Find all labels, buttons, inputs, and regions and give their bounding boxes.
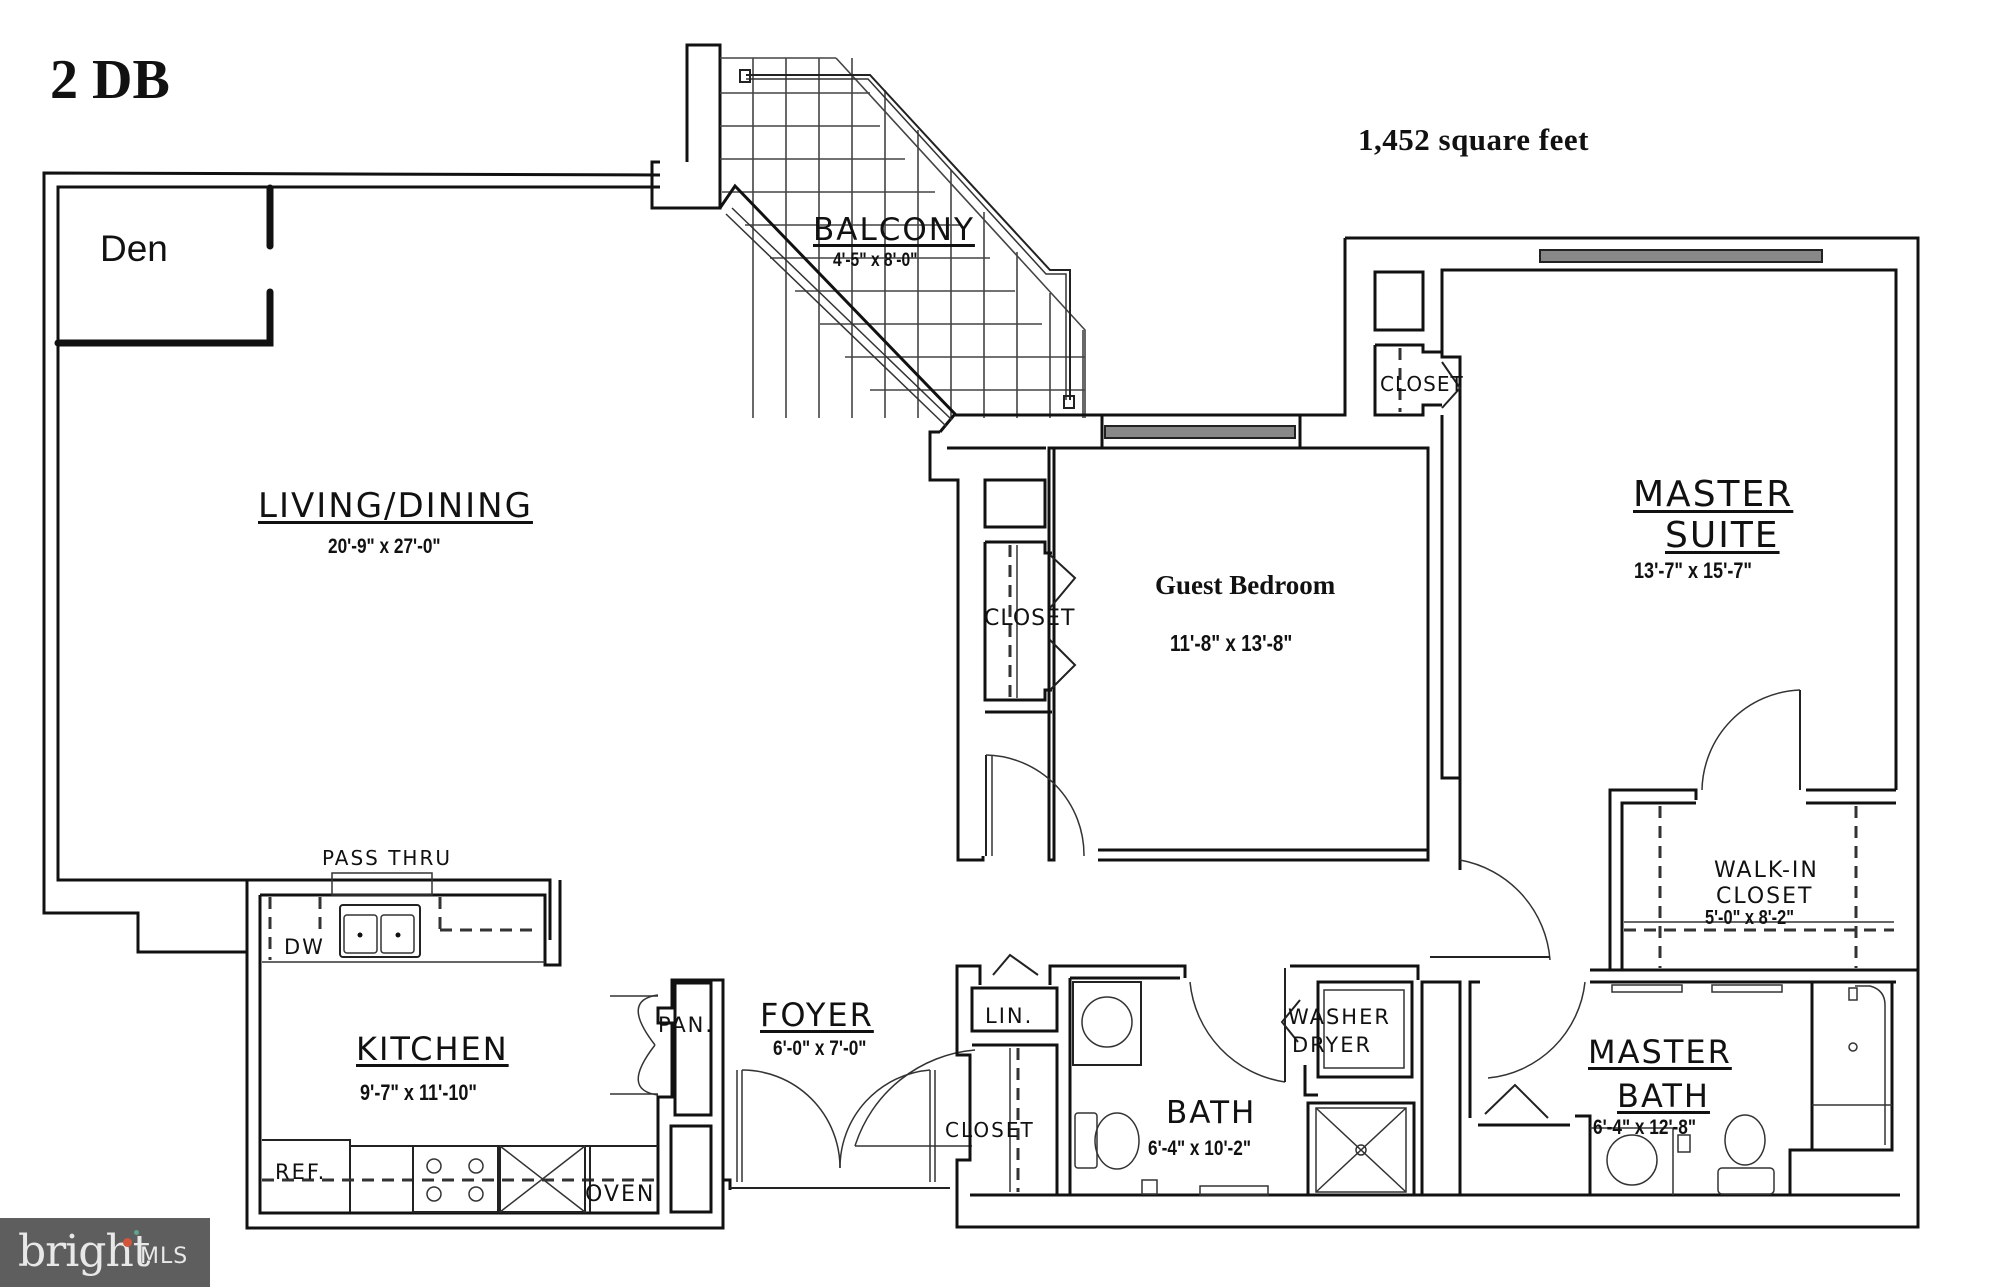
master-bath-label-line2: BATH [1617, 1077, 1710, 1115]
kitchen-label: KITCHEN [356, 1030, 509, 1068]
balcony-label: BALCONY [813, 212, 975, 248]
living-dining-dimensions: 20'-9" x 27'-0" [328, 535, 441, 558]
watermark-suffix: MLS [140, 1244, 189, 1269]
kitchen-dimensions: 9'-7" x 11'-10" [360, 1080, 477, 1105]
bath-walls [955, 953, 1900, 1229]
bath-label: BATH [1166, 1095, 1257, 1131]
watermark-brand: bright [18, 1226, 150, 1277]
unit-type-title: 2 DB [50, 49, 170, 111]
bath-dimensions: 6'-4" x 10'-2" [1148, 1137, 1252, 1160]
master-bath-dimensions: 6'-4" x 12'-8" [1593, 1116, 1697, 1139]
living-dining-label: LIVING/DINING [258, 486, 533, 526]
master-bath-walls [1478, 980, 1894, 1195]
watermark-dot-icon [123, 1238, 132, 1247]
balcony [650, 43, 1086, 433]
walk-in-closet-label-line1: WALK-IN [1714, 858, 1819, 883]
den-label: Den [100, 228, 168, 269]
pantry-label: PAN. [658, 1013, 715, 1037]
washer-label: WASHER [1288, 1005, 1391, 1029]
pass-thru-label: PASS THRU [322, 846, 453, 870]
living-dining-walls [42, 171, 661, 954]
balcony-dimensions: 4'-5" x 8'-0" [833, 250, 918, 271]
master-bath-label-line1: MASTER [1588, 1033, 1732, 1071]
foyer-dimensions: 6'-0" x 7'-0" [773, 1037, 867, 1060]
walk-in-closet-label-line2: CLOSET [1716, 884, 1814, 909]
master-closet-label: CLOSET [1380, 372, 1464, 396]
watermark-dot-small-icon [134, 1230, 139, 1235]
bright-mls-watermark: bright MLS [0, 1218, 210, 1287]
oven-label: OVEN [585, 1182, 656, 1207]
foyer-label: FOYER [760, 996, 874, 1034]
dryer-label: DRYER [1292, 1033, 1373, 1057]
guest-bedroom-dimensions: 11'-8" x 13'-8" [1170, 630, 1293, 656]
master-suite-label-line2: SUITE [1665, 515, 1780, 556]
master-suite-label-line1: MASTER [1633, 474, 1794, 515]
dishwasher-label: DW [284, 935, 325, 959]
walk-in-closet-dimensions: 5'-0" x 8'-2" [1705, 907, 1794, 929]
foyer-walls [721, 1049, 976, 1190]
linen-label: LIN. [985, 1004, 1034, 1028]
guest-bedroom-walls [928, 238, 1462, 870]
guest-bedroom-label: Guest Bedroom [1155, 570, 1336, 600]
refrigerator-label: REF. [275, 1160, 327, 1184]
foyer-closet-label: CLOSET [945, 1118, 1035, 1142]
total-area-label: 1,452 square feet [1358, 122, 1589, 157]
master-suite-dimensions: 13'-7" x 15'-7" [1634, 558, 1752, 583]
guest-closet-label: CLOSET [984, 606, 1076, 631]
